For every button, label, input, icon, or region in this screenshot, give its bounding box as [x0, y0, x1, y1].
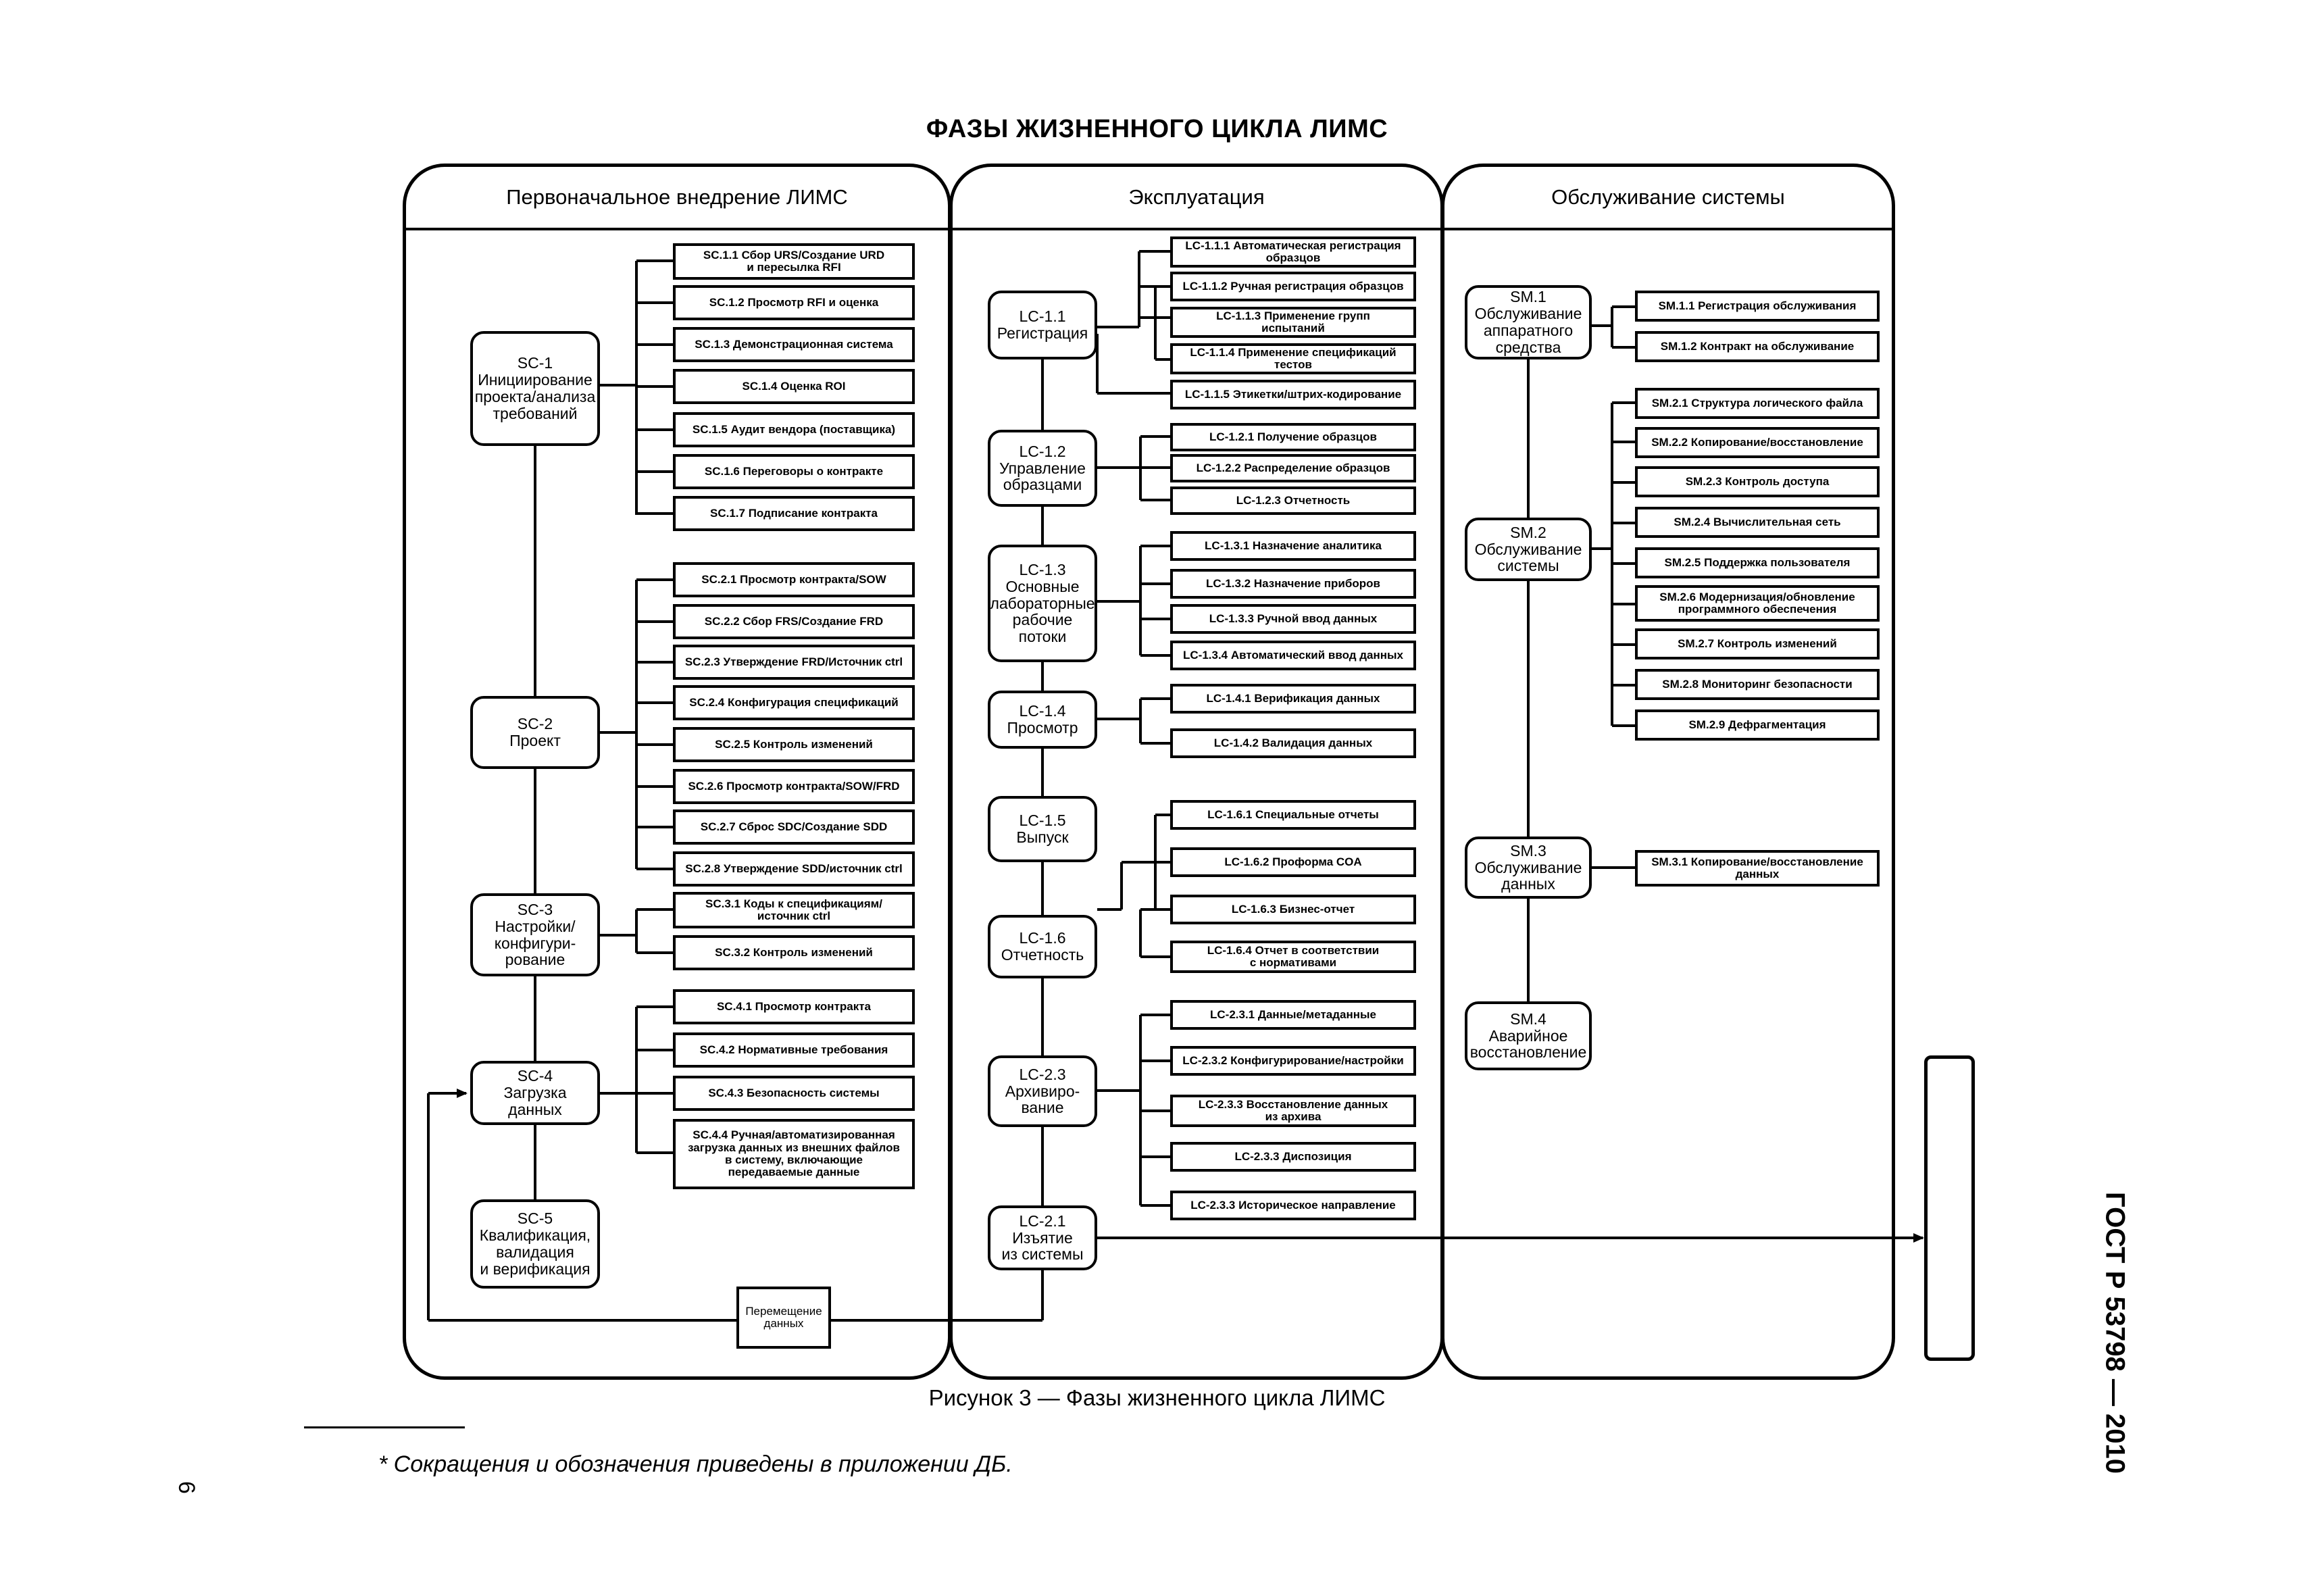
sm2-box: SM.2 Обслуживание системы [1465, 518, 1592, 581]
sc1-item-4: SC.1.4 Оценка ROI [673, 369, 915, 404]
lc11-item-5: LC-1.1.5 Этикетки/штрих-кодирование [1170, 380, 1416, 409]
page-number: 6 [173, 1481, 199, 1494]
sm4-box: SM.4 Аварийное восстановление [1465, 1001, 1592, 1070]
retired-system-bar [1924, 1055, 1975, 1361]
sc2-item-8: SC.2.8 Утверждение SDD/источник ctrl [673, 851, 915, 887]
lc23-item-5: LC-2.3.3 Историческое направление [1170, 1191, 1416, 1220]
lc16-item-3: LC-1.6.3 Бизнес-отчет [1170, 895, 1416, 924]
sm2-item-3: SM.2.3 Контроль доступа [1635, 466, 1880, 497]
sc2-item-4: SC.2.4 Конфигурация спецификаций [673, 685, 915, 720]
sc5-box: SC-5 Квалификация, валидация и верификац… [470, 1199, 600, 1289]
sm2-item-8: SM.2.8 Мониторинг безопасности [1635, 669, 1880, 700]
panel-operation-title: Эксплуатация [953, 167, 1440, 230]
lc11-box: LC-1.1 Регистрация [988, 291, 1097, 359]
data-transfer-box: Перемещение данных [736, 1287, 831, 1349]
sm2-item-6: SM.2.6 Модернизация/обновление программн… [1635, 585, 1880, 622]
sc2-item-7: SC.2.7 Сброс SDC/Создание SDD [673, 809, 915, 845]
sc4-box: SC-4 Загрузка данных [470, 1061, 600, 1125]
panel-initial-title: Первоначальное внедрение ЛИМС [406, 167, 948, 230]
sc3-box: SC-3 Настройки/ конфигури- рование [470, 893, 600, 976]
standard-number: ГОСТ Р 53798 — 2010 [2100, 1192, 2130, 1474]
sc2-box: SC-2 Проект [470, 696, 600, 769]
lc16-item-2: LC-1.6.2 Проформа COA [1170, 847, 1416, 877]
lc16-box: LC-1.6 Отчетность [988, 915, 1097, 978]
lc21-box: LC-2.1 Изъятие из системы [988, 1205, 1097, 1270]
sc2-item-5: SC.2.5 Контроль изменений [673, 727, 915, 762]
sc2-item-3: SC.2.3 Утверждение FRD/Источник ctrl [673, 645, 915, 680]
sc2-item-1: SC.2.1 Просмотр контракта/SOW [673, 562, 915, 597]
sm2-item-9: SM.2.9 Дефрагментация [1635, 709, 1880, 741]
sm3-box: SM.3 Обслуживание данных [1465, 837, 1592, 899]
sm2-item-1: SM.2.1 Структура логического файла [1635, 388, 1880, 419]
sm2-item-4: SM.2.4 Вычислительная сеть [1635, 507, 1880, 538]
panel-maintenance-title: Обслуживание системы [1444, 167, 1892, 230]
lc14-item-1: LC-1.4.1 Верификация данных [1170, 684, 1416, 714]
lc12-item-3: LC-1.2.3 Отчетность [1170, 487, 1416, 515]
lc12-box: LC-1.2 Управление образцами [988, 430, 1097, 507]
sc3-item-1: SC.3.1 Коды к спецификациям/ источник ct… [673, 892, 915, 928]
sc1-item-6: SC.1.6 Переговоры о контракте [673, 454, 915, 489]
lc23-item-3: LC-2.3.3 Восстановление данных из архива [1170, 1095, 1416, 1127]
lc12-item-1: LC-1.2.1 Получение образцов [1170, 423, 1416, 451]
sm3-item-1: SM.3.1 Копирование/восстановление данных [1635, 850, 1880, 887]
lc15-box: LC-1.5 Выпуск [988, 796, 1097, 862]
sm1-item-1: SM.1.1 Регистрация обслуживания [1635, 291, 1880, 322]
footnote-separator [304, 1426, 465, 1428]
lc14-box: LC-1.4 Просмотр [988, 691, 1097, 749]
lc23-box: LC-2.3 Архивиро- вание [988, 1055, 1097, 1127]
lc23-item-1: LC-2.3.1 Данные/метаданные [1170, 1000, 1416, 1030]
sm2-item-2: SM.2.2 Копирование/восстановление [1635, 427, 1880, 458]
lc23-item-2: LC-2.3.2 Конфигурирование/настройки [1170, 1046, 1416, 1076]
lc13-box: LC-1.3 Основные лабораторные рабочие пот… [988, 545, 1097, 662]
sc4-item-4: SC.4.4 Ручная/автоматизированная загрузк… [673, 1119, 915, 1189]
sm2-item-7: SM.2.7 Контроль изменений [1635, 628, 1880, 659]
lc23-item-4: LC-2.3.3 Диспозиция [1170, 1142, 1416, 1172]
sc2-item-2: SC.2.2 Сбор FRS/Создание FRD [673, 604, 915, 639]
sc3-item-2: SC.3.2 Контроль изменений [673, 935, 915, 970]
lc13-item-4: LC-1.3.4 Автоматический ввод данных [1170, 641, 1416, 670]
sc2-item-6: SC.2.6 Просмотр контракта/SOW/FRD [673, 769, 915, 804]
footnote-text: * Сокращения и обозначения приведены в п… [378, 1451, 1013, 1477]
lc14-item-2: LC-1.4.2 Валидация данных [1170, 728, 1416, 758]
sm1-box: SM.1 Обслуживание аппаратного средства [1465, 285, 1592, 359]
sm2-item-5: SM.2.5 Поддержка пользователя [1635, 547, 1880, 578]
lc16-item-4: LC-1.6.4 Отчет в соответствии с норматив… [1170, 941, 1416, 973]
lc12-item-2: LC-1.2.2 Распределение образцов [1170, 454, 1416, 482]
sc1-item-1: SC.1.1 Сбор URS/Создание URD и пересылка… [673, 243, 915, 280]
lc16-item-1: LC-1.6.1 Специальные отчеты [1170, 800, 1416, 830]
sc1-box: SC-1 Инициирование проекта/анализа требо… [470, 331, 600, 446]
lc13-item-2: LC-1.3.2 Назначение приборов [1170, 569, 1416, 599]
sc4-item-3: SC.4.3 Безопасность системы [673, 1076, 915, 1111]
lc11-item-4: LC-1.1.4 Применение спецификаций тестов [1170, 343, 1416, 374]
sm1-item-2: SM.1.2 Контракт на обслуживание [1635, 331, 1880, 362]
sc1-item-3: SC.1.3 Демонстрационная система [673, 327, 915, 362]
figure-caption: Рисунок 3 — Фазы жизненного цикла ЛИМС [928, 1385, 1386, 1410]
lc13-item-1: LC-1.3.1 Назначение аналитика [1170, 531, 1416, 561]
sc4-item-1: SC.4.1 Просмотр контракта [673, 989, 915, 1024]
sc1-item-7: SC.1.7 Подписание контракта [673, 496, 915, 531]
diagram-title: ФАЗЫ ЖИЗНЕННОГО ЦИКЛА ЛИМС [926, 115, 1388, 143]
lc11-item-1: LC-1.1.1 Автоматическая регистрация обра… [1170, 236, 1416, 268]
lc11-item-2: LC-1.1.2 Ручная регистрация образцов [1170, 272, 1416, 301]
lc11-item-3: LC-1.1.3 Применение групп испытаний [1170, 307, 1416, 338]
sc4-item-2: SC.4.2 Нормативные требования [673, 1032, 915, 1068]
sc1-item-5: SC.1.5 Аудит вендора (поставщика) [673, 412, 915, 447]
sc1-item-2: SC.1.2 Просмотр RFI и оценка [673, 285, 915, 320]
panel-maintenance: Обслуживание системы [1441, 164, 1895, 1380]
lc13-item-3: LC-1.3.3 Ручной ввод данных [1170, 604, 1416, 634]
